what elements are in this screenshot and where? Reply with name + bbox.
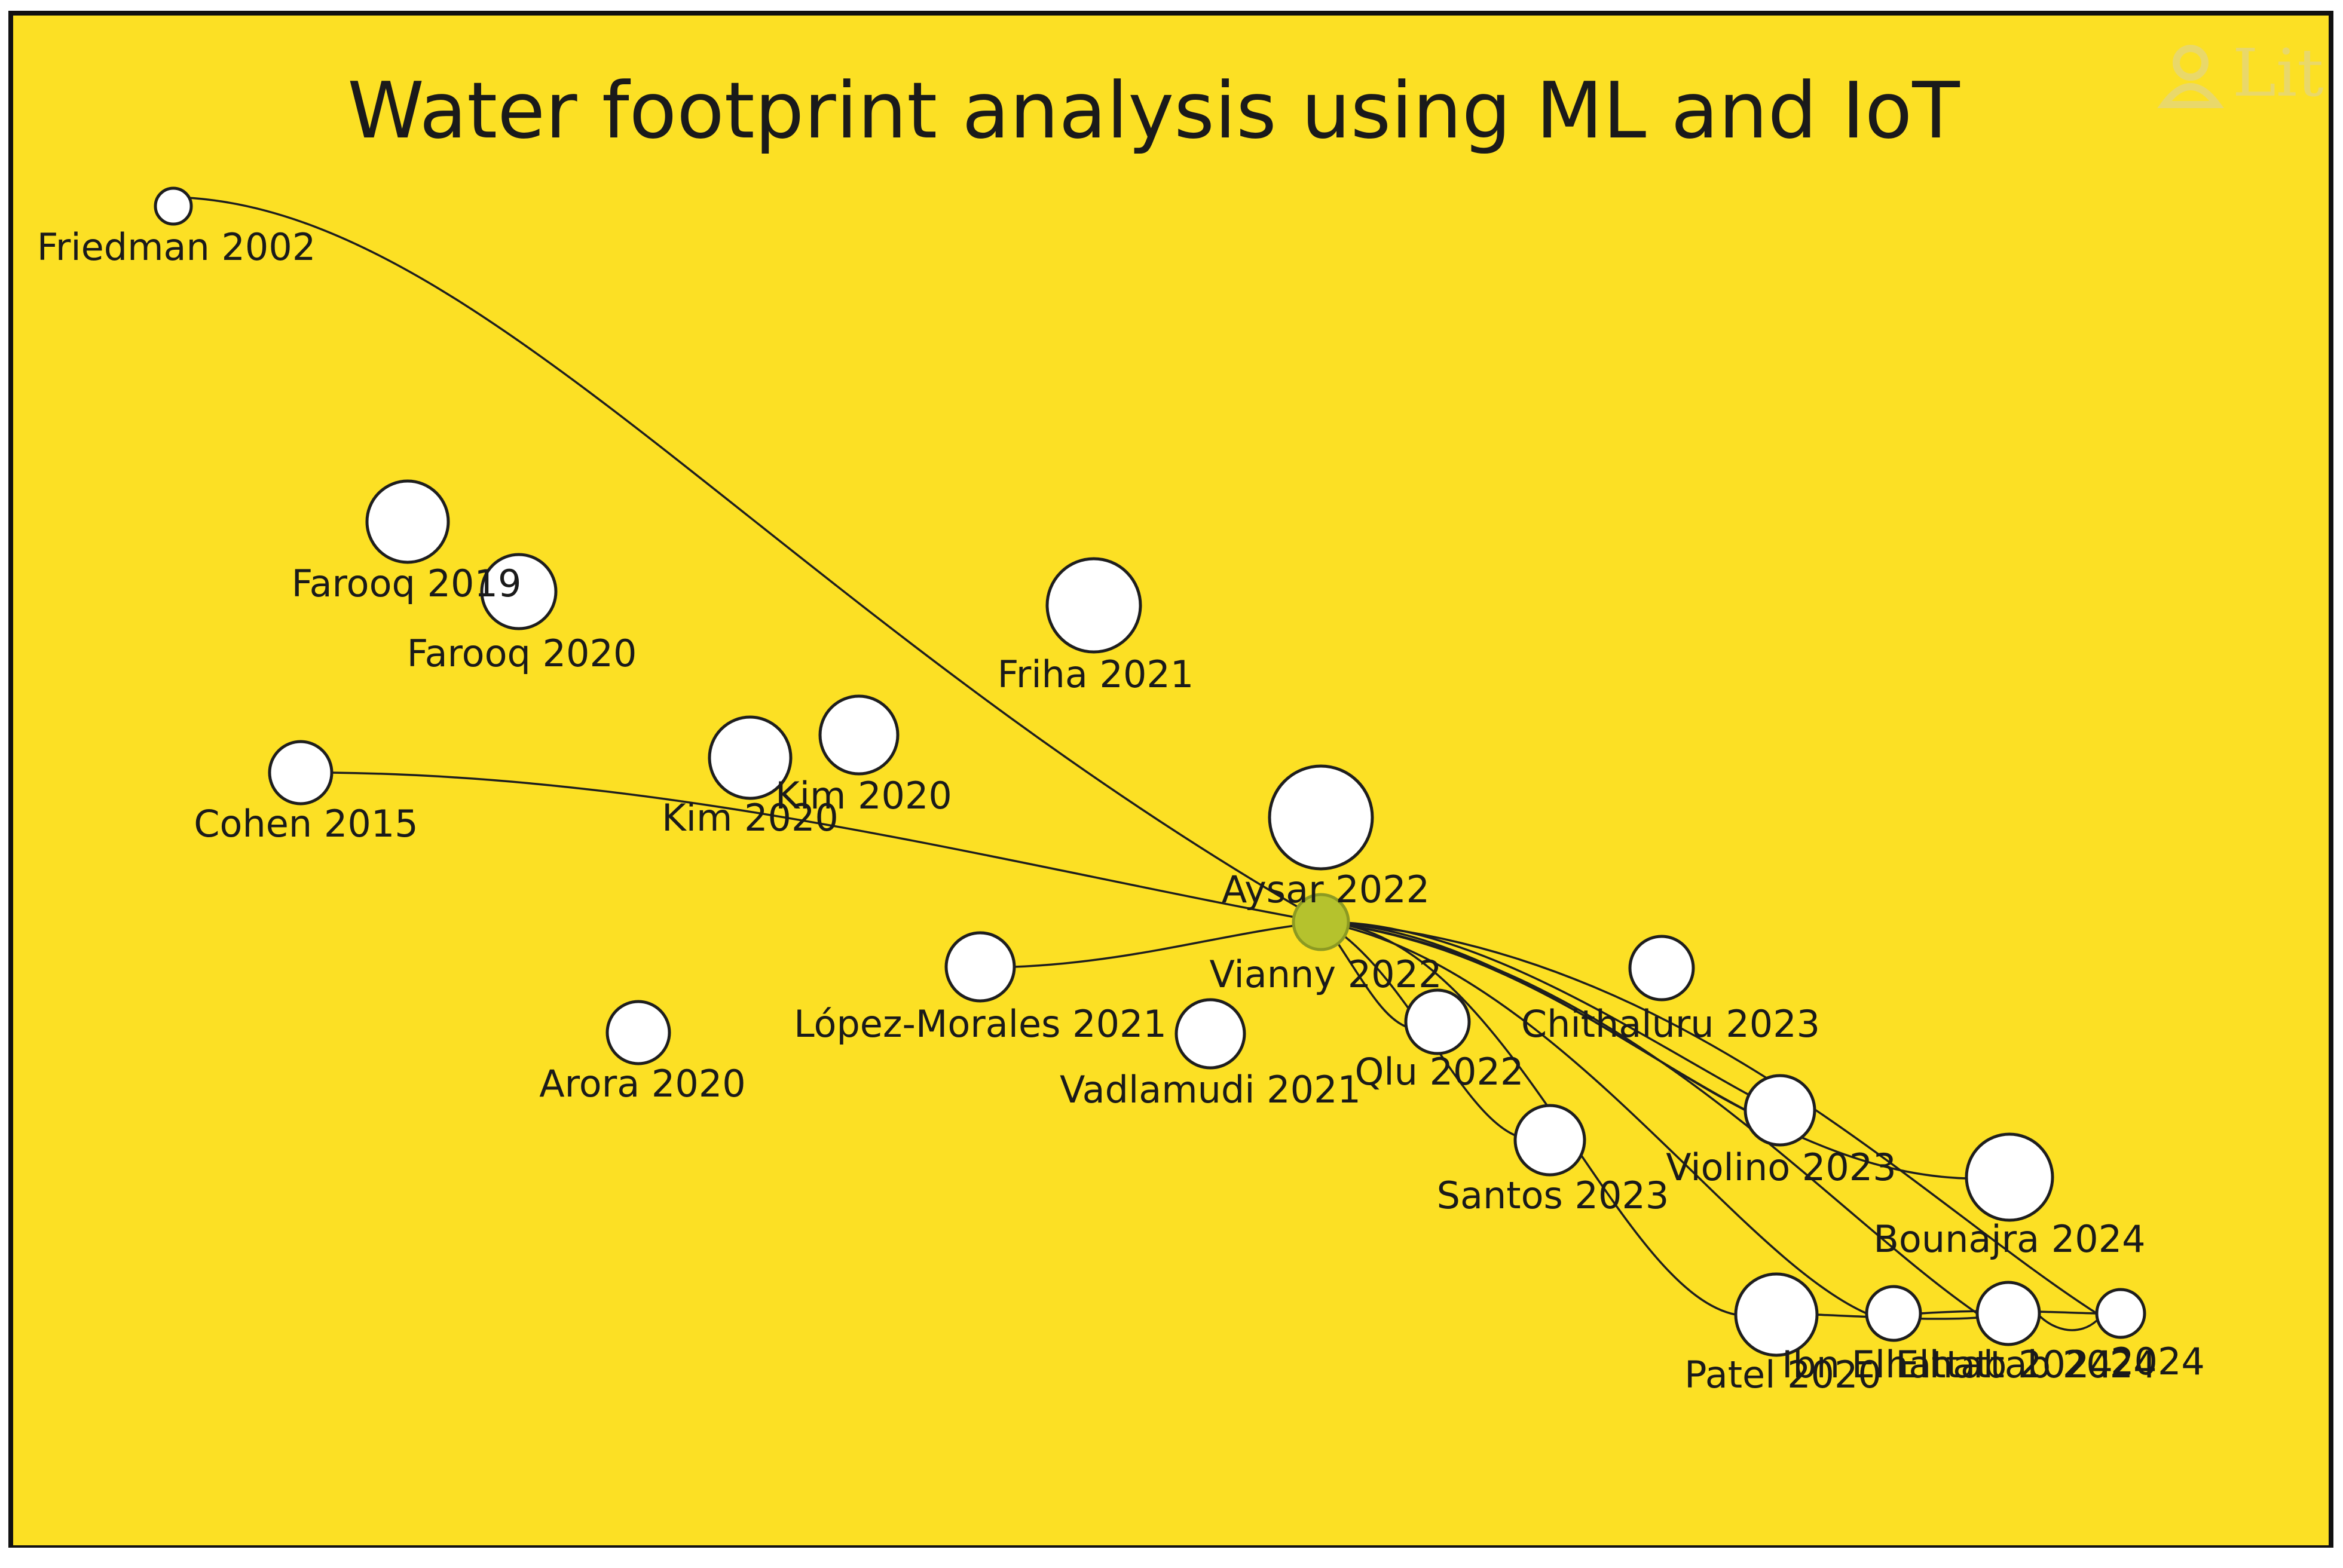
paper-node-ibn2024[interactable] (1865, 1285, 1922, 1342)
paper-node-elhattab2024[interactable] (1975, 1281, 2041, 1346)
paper-label-aysar2022: Aysar 2022 (1222, 868, 1430, 911)
paper-node-friha2021[interactable] (1045, 557, 1142, 654)
paper-label-x2024: 2024 (2110, 1340, 2205, 1383)
paper-node-qiu2022[interactable] (1404, 988, 1471, 1055)
paper-node-violino2023[interactable] (1744, 1074, 1816, 1147)
paper-node-patel2020[interactable] (1734, 1272, 1819, 1357)
paper-label-patel2020: Patel 2020 (1684, 1353, 1882, 1396)
paper-node-bounajra2024[interactable] (1965, 1132, 2054, 1222)
paper-label-cohen2015: Cohen 2015 (194, 802, 418, 846)
paper-node-lopez2021[interactable] (944, 931, 1016, 1003)
citation-edge (331, 771, 1322, 923)
citation-edge (1323, 921, 1978, 1315)
nodes-layer (154, 186, 2146, 1357)
paper-label-farooq2020: Farooq 2020 (407, 632, 637, 675)
paper-label-santos2023: Santos 2023 (1437, 1174, 1669, 1217)
paper-node-vadlamudi2021[interactable] (1174, 998, 1246, 1070)
diagram-background (8, 11, 2333, 1550)
paper-node-kim2020a[interactable] (708, 715, 793, 800)
paper-label-elhattab2024: Elhattab 2024 (1895, 1343, 2157, 1386)
paper-node-santos2023[interactable] (1513, 1104, 1586, 1177)
paper-label-lopez2021: López-Morales 2021 (794, 1002, 1167, 1046)
paper-label-friedman2002: Friedman 2002 (37, 225, 316, 269)
page-title: Water footprint analysis using ML and Io… (347, 65, 1960, 156)
paper-label-vadlamudi2021: Vadlamudi 2021 (1060, 1068, 1361, 1111)
citation-edge (173, 196, 1325, 923)
paper-node-aysar2022[interactable] (1268, 764, 1374, 871)
paper-node-friedman2002[interactable] (154, 186, 193, 226)
paper-label-kim2020b: Kim 2020 (775, 774, 952, 817)
paper-node-vianny2022[interactable] (1292, 893, 1350, 951)
paper-label-chithaluru2023: Chithaluru 2023 (1521, 1002, 1820, 1046)
paper-label-vianny2022: Vianny 2022 (1209, 953, 1442, 996)
paper-node-farooq2019[interactable] (365, 479, 450, 564)
paper-node-x2024[interactable] (2095, 1288, 2146, 1339)
citation-edge (1014, 921, 1325, 968)
watermark-text: Lit (2232, 35, 2323, 111)
paper-node-kim2020b[interactable] (818, 694, 900, 776)
person-network-icon (2157, 45, 2224, 108)
paper-label-ibn2024: Ibn Elhattab 2024 (1782, 1343, 2113, 1386)
paper-node-farooq2020[interactable] (480, 553, 558, 630)
paper-label-bounajra2024: Bounajra 2024 (1873, 1217, 2145, 1261)
citation-edge (2037, 1313, 2098, 1331)
paper-label-qiu2022: Qlu 2022 (1355, 1050, 1524, 1094)
watermark: Lit (2157, 35, 2323, 111)
paper-node-cohen2015[interactable] (268, 740, 334, 806)
paper-node-arora2020[interactable] (605, 1000, 671, 1065)
paper-label-farooq2019: Farooq 2019 (292, 562, 522, 605)
bottom-margin (0, 1548, 2343, 1568)
paper-label-friha2021: Friha 2021 (998, 653, 1194, 696)
paper-label-kim2020a: Kim 2020 (662, 796, 839, 840)
paper-node-chithaluru2023[interactable] (1628, 935, 1695, 1002)
paper-label-violino2023: Violino 2023 (1666, 1146, 1896, 1189)
paper-label-arora2020: Arora 2020 (539, 1062, 745, 1105)
citation-edge (1323, 921, 1867, 1315)
